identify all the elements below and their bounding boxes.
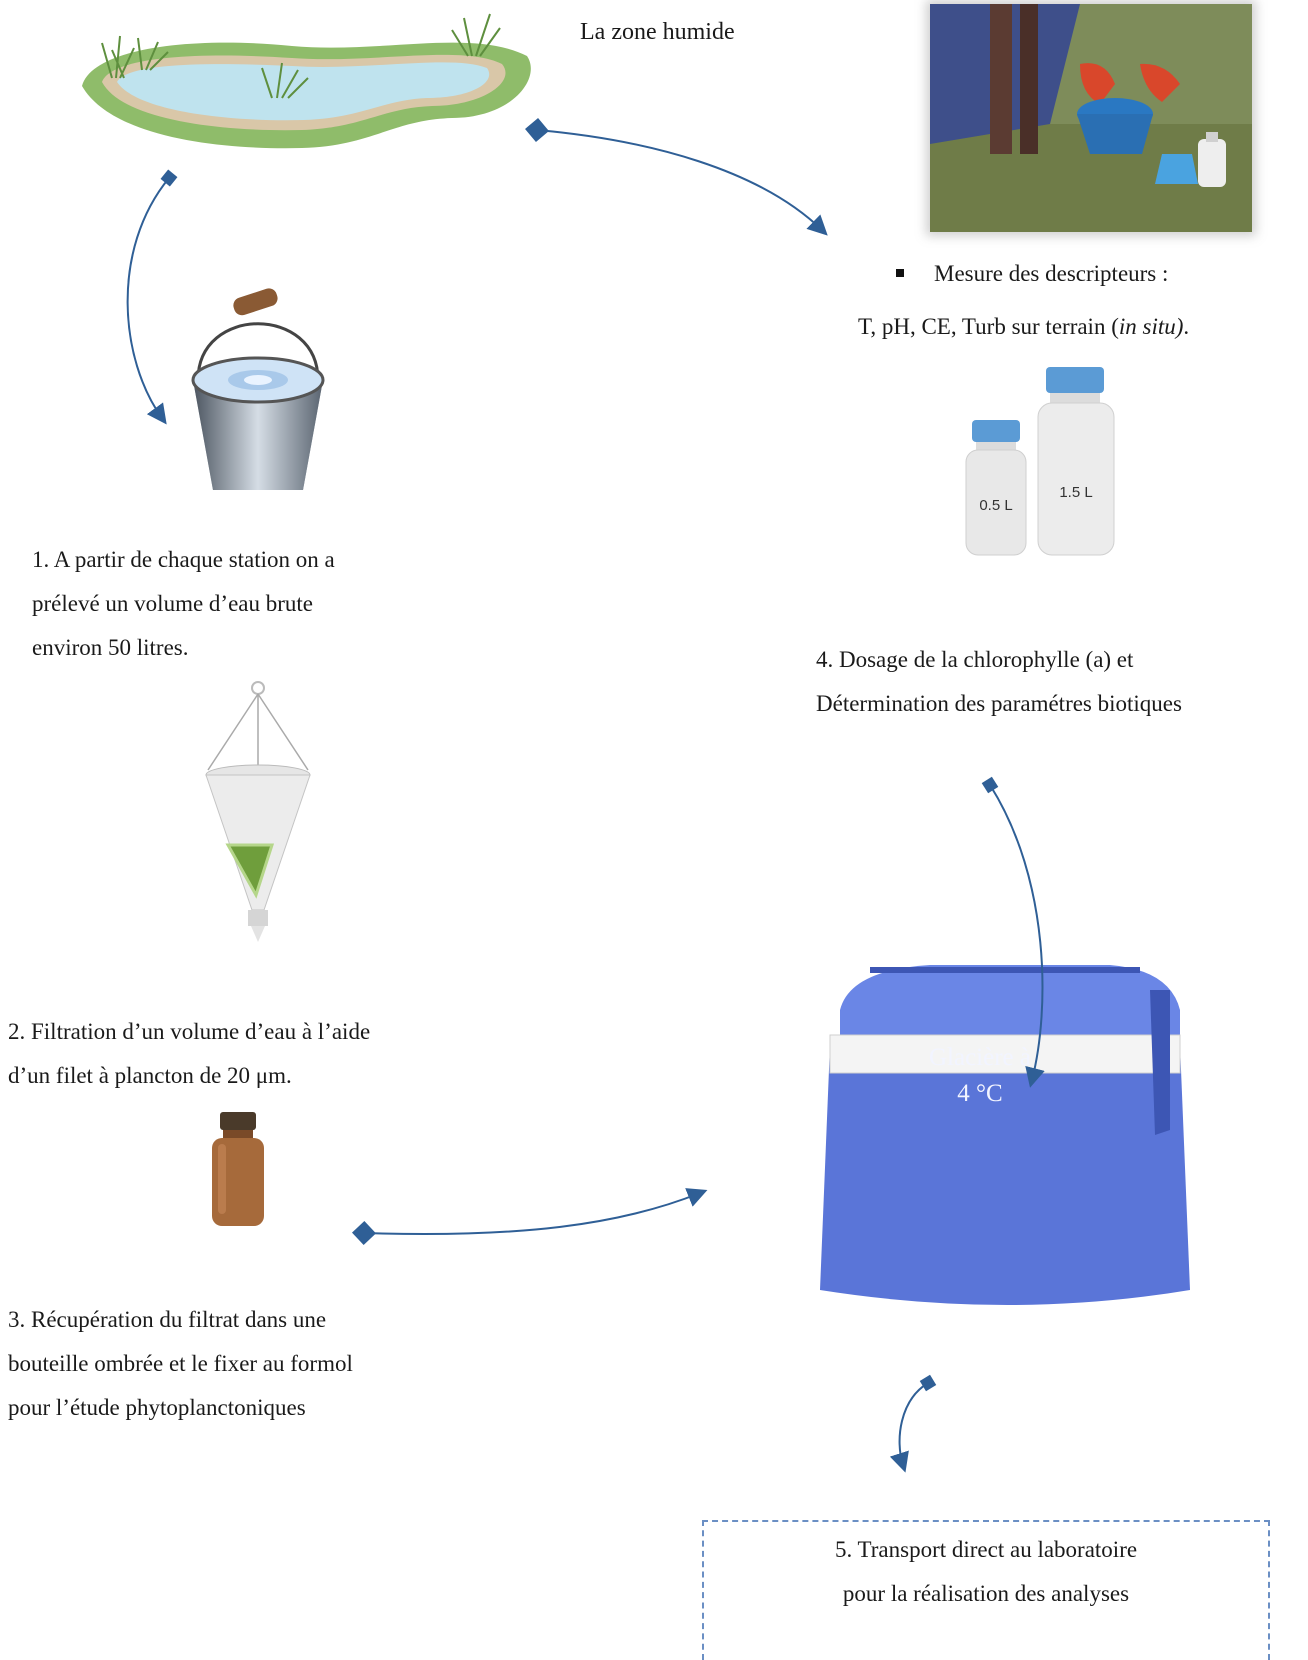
step2-line1: 2. Filtration d’un volume d’eau à l’aide bbox=[8, 1019, 371, 1044]
bucket-illustration bbox=[191, 288, 325, 490]
step3-line3: pour l’étude phytoplanctoniques bbox=[8, 1395, 306, 1420]
step2-text: 2. Filtration d’un volume d’eau à l’aide… bbox=[8, 1010, 370, 1098]
step3-text: 3. Récupération du filtrat dans une bout… bbox=[8, 1298, 353, 1430]
field-sampling-photo bbox=[930, 4, 1252, 232]
step5-text: 5. Transport direct au laboratoire pour … bbox=[702, 1528, 1270, 1616]
measure-bullet-line: Mesure des descripteurs : bbox=[896, 252, 1168, 296]
small-bottle-label: 0.5 L bbox=[979, 497, 1012, 514]
step5-line1: 5. Transport direct au laboratoire bbox=[834, 1537, 1138, 1562]
measure-detail-suffix: . bbox=[1183, 314, 1190, 339]
step1-text: 1. A partir de chaque station on a préle… bbox=[32, 538, 335, 670]
step1-line2: prélevé un volume d’eau brute bbox=[32, 591, 313, 616]
plankton-net-illustration bbox=[205, 681, 311, 942]
measure-heading: Mesure des descripteurs : bbox=[934, 261, 1169, 286]
large-bottle-label: 1.5 L bbox=[1059, 484, 1092, 501]
arrow-pond-to-bucket bbox=[126, 169, 178, 425]
step4-line1: 4. Dosage de la chlorophylle (a) et bbox=[816, 647, 1134, 672]
bullet-marker bbox=[896, 268, 904, 277]
pond-illustration bbox=[82, 13, 531, 149]
step4-line2: Détermination des paramétres biotiques bbox=[816, 691, 1182, 716]
step5-box bbox=[702, 1520, 1270, 1660]
arrow-cooler-to-lab bbox=[889, 1374, 937, 1473]
arrow-pond-to-photo bbox=[525, 118, 828, 236]
arrow-bottles-to-cooler bbox=[981, 776, 1045, 1088]
diagram-title: La zone humide bbox=[580, 19, 735, 45]
bottles-illustration: 0.5 L 1.5 L bbox=[965, 367, 1115, 556]
step3-line2: bouteille ombrée et le fixer au formol bbox=[8, 1351, 353, 1376]
step4-text: 4. Dosage de la chlorophylle (a) et Déte… bbox=[816, 638, 1182, 726]
arrow-amber-bottle-to-cooler bbox=[352, 1188, 708, 1245]
measure-detail: T, pH, CE, Turb sur terrain (in situ). bbox=[858, 305, 1189, 349]
step3-line1: 3. Récupération du filtrat dans une bbox=[8, 1307, 327, 1332]
measure-detail-italic: in situ) bbox=[1118, 314, 1184, 339]
step5-line2: pour la réalisation des analyses bbox=[842, 1581, 1130, 1606]
measure-detail-prefix: T, pH, CE, Turb sur terrain ( bbox=[858, 314, 1119, 339]
step2-line2: d’un filet à plancton de 20 μm. bbox=[8, 1063, 292, 1088]
amber-bottle-illustration bbox=[212, 1112, 264, 1226]
step1-line1: 1. A partir de chaque station on a bbox=[32, 547, 335, 572]
step1-line3: environ 50 litres. bbox=[32, 635, 189, 660]
